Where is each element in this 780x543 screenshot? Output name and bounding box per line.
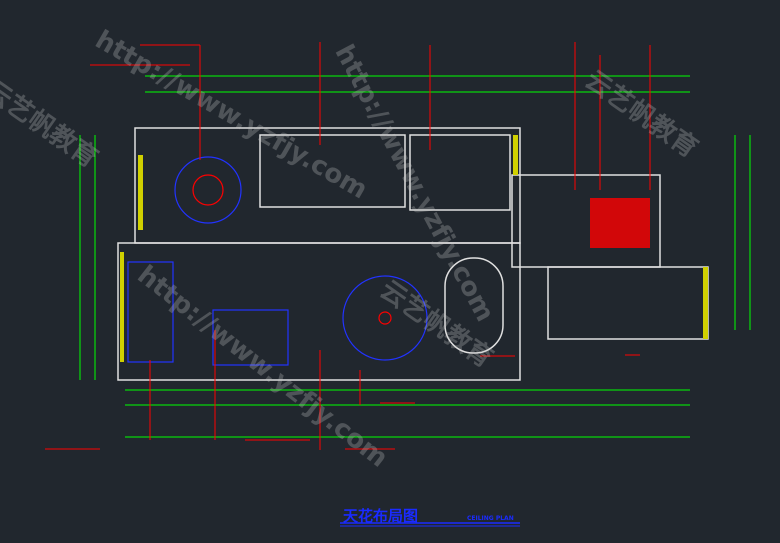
dimension-lines — [79, 75, 751, 438]
drawing-title: 天花布局图 — [343, 507, 419, 525]
accent-walls — [120, 135, 708, 362]
feature-panel — [590, 198, 650, 248]
ceiling-features — [127, 156, 428, 366]
label-leaders — [45, 42, 651, 450]
drawing-subtitle: CEILING PLAN — [467, 515, 514, 522]
